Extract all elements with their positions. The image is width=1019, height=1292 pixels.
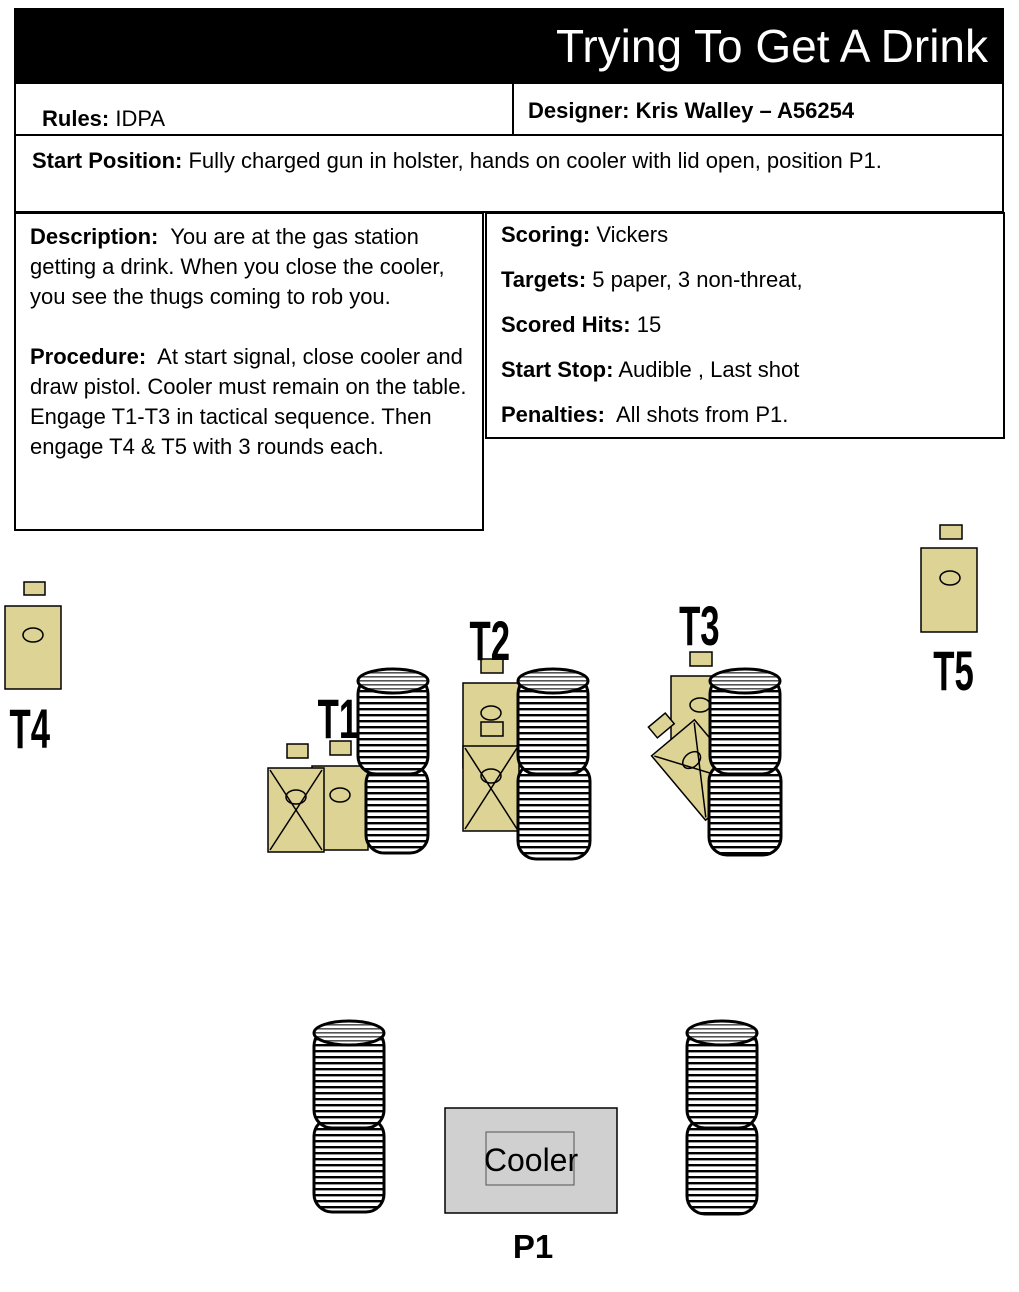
description-label: Description: xyxy=(30,224,159,249)
procedure-label: Procedure: xyxy=(30,344,147,369)
barrel-stack-t1 xyxy=(356,667,430,855)
scored-hits-value: 15 xyxy=(636,312,662,337)
designer-text: Designer: Kris Walley – A56254 xyxy=(528,98,855,123)
description-box: Description: You are at the gas station … xyxy=(14,212,484,531)
scoring-box: Scoring: Vickers Targets: 5 paper, 3 non… xyxy=(485,212,1005,439)
scoring-value: Vickers xyxy=(596,222,669,247)
cooler: Cooler xyxy=(444,1107,618,1214)
rules-label: Rules: xyxy=(42,106,110,131)
cooler-label: Cooler xyxy=(484,1142,579,1178)
position-p1-label: P1 xyxy=(513,1228,553,1265)
start-stop-label: Start Stop: xyxy=(501,357,614,382)
description-value: You are at the gas station getting a dri… xyxy=(30,224,445,309)
target-t3-label: T3 xyxy=(679,595,720,658)
target-t2-group: T2 xyxy=(462,610,520,832)
target-t4: T4 xyxy=(4,581,62,761)
start-position-value: Fully charged gun in holster, hands on c… xyxy=(188,148,882,173)
barrel-stack-t3 xyxy=(707,667,783,857)
targets-value: 5 paper, 3 non-threat, xyxy=(592,267,803,292)
target-t2-label: T2 xyxy=(470,610,511,673)
targets-label: Targets: xyxy=(501,267,587,292)
non-threat-head xyxy=(286,743,309,759)
target-t1-label: T1 xyxy=(318,688,359,751)
scoring-label: Scoring: xyxy=(501,222,591,247)
target-t4-label: T4 xyxy=(10,698,51,761)
start-stop-value: Audible , Last shot xyxy=(618,357,800,382)
target-t1-group: T1 xyxy=(267,688,369,853)
start-position-box: Start Position: Fully charged gun in hol… xyxy=(14,134,1004,213)
page-title: Trying To Get A Drink xyxy=(555,20,988,72)
title-bar: Trying To Get A Drink xyxy=(14,8,1004,83)
scored-hits-label: Scored Hits: xyxy=(501,312,631,337)
barrel-stack-left xyxy=(312,1019,386,1214)
target-t5: T5 xyxy=(920,524,978,703)
target-head xyxy=(329,740,352,756)
barrel-stack-t2 xyxy=(516,667,592,861)
procedure-value: At start signal, close cooler and draw p… xyxy=(30,344,467,459)
rules-value: IDPA xyxy=(115,106,166,131)
penalties-value: All shots from P1. xyxy=(615,402,789,427)
barrel-stack-right xyxy=(685,1019,759,1216)
start-position-label: Start Position: xyxy=(32,148,183,173)
target-t5-label: T5 xyxy=(933,640,974,703)
penalties-label: Penalties: xyxy=(501,402,605,427)
